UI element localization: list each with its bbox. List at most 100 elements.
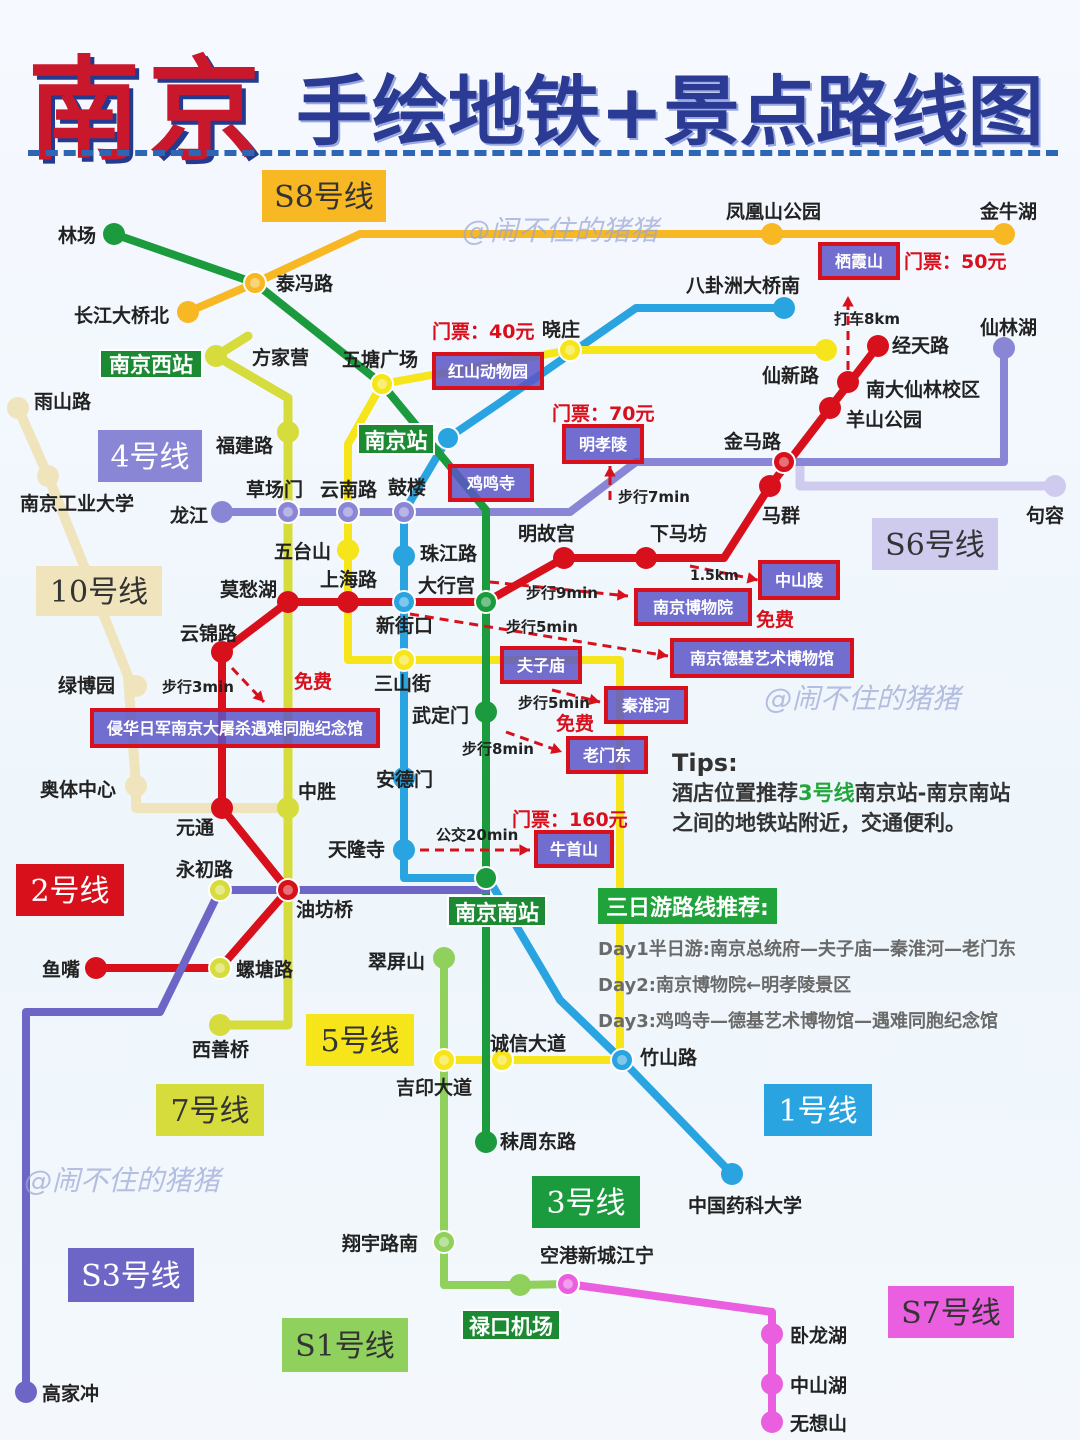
station-marker-fujianlu xyxy=(277,421,299,443)
station-marker-youfangqiao xyxy=(276,878,300,902)
line-badge-s8 xyxy=(262,170,386,222)
station-label-taifenglu: 泰冯路 xyxy=(275,272,334,295)
station-label-wutang: 五塘广场 xyxy=(342,348,418,371)
station-marker-xiangyulu xyxy=(432,1230,456,1254)
route-l4-5 xyxy=(218,344,1008,516)
station-marker-inner-caochangmen xyxy=(283,507,293,517)
annotation-price_qixia: 门票：50元 xyxy=(904,250,1006,273)
station-label-minggugong: 明故宫 xyxy=(518,522,575,545)
watermark-1: @闹不住的猪猪 xyxy=(764,682,964,715)
station-label-zhujianglu: 珠江路 xyxy=(420,542,478,565)
route-s7-12 xyxy=(564,1280,776,1426)
station-label-xinjiekou: 新街口 xyxy=(376,614,433,637)
line-badge-l10 xyxy=(36,566,162,616)
station-marker-minggugong xyxy=(553,547,575,569)
station-marker-luotanglu xyxy=(208,956,232,980)
itinerary-day-1: Day1半日游:南京总统府—夫子庙—秦淮河—老门东 xyxy=(598,939,1016,960)
station-label-xiaozhuang: 晓庄 xyxy=(542,318,580,341)
annotation-price_hongshan: 门票：40元 xyxy=(432,320,534,343)
station-marker-sanshanjie xyxy=(392,648,416,672)
station-label-maqun: 马群 xyxy=(762,504,800,527)
attraction-label-qinhuaihe: 秦淮河 xyxy=(621,696,670,715)
station-tag-label-nanjingzhan: 南京站 xyxy=(365,429,428,453)
tips-text-2: 南京站-南京南站 xyxy=(854,781,1011,805)
station-marker-inner-xinjiekou xyxy=(399,597,409,607)
itinerary-heading: 三日游路线推荐: xyxy=(598,888,777,924)
itinerary-day-3: Day3:鸡鸣寺—德基艺术博物馆—遇难同胞纪念馆 xyxy=(598,1011,998,1032)
line-badge-label-l4: 4号线 xyxy=(110,440,189,475)
station-label-caochangmen: 草场门 xyxy=(246,478,303,501)
watermark-0: @闹不住的猪猪 xyxy=(462,214,662,247)
itinerary-box: 三日游路线推荐: Day1半日游:南京总统府—夫子庙—秦淮河—老门东 Day2:… xyxy=(598,888,1068,1040)
station-marker-goumen xyxy=(1044,475,1066,497)
line-badge-label-l1: 1号线 xyxy=(778,1094,857,1129)
station-marker-wuxiangshan xyxy=(761,1411,783,1433)
station-marker-gulou xyxy=(392,500,416,524)
attraction-box-hongshan xyxy=(432,352,544,390)
station-marker-andemen xyxy=(393,767,415,789)
station-marker-yangshan xyxy=(819,397,841,419)
station-label-andemen: 安德门 xyxy=(376,768,433,791)
attraction-box-zhongshanling xyxy=(758,560,840,600)
attraction-box-jimingsi xyxy=(448,464,534,502)
station-label-yunnanlu: 云南路 xyxy=(320,478,378,501)
station-label-jiyin: 吉印大道 xyxy=(396,1076,472,1099)
walk-route-6 xyxy=(551,688,601,704)
station-tag-label-lukou: 禄口机场 xyxy=(469,1315,553,1339)
station-marker-yushanlu xyxy=(7,397,29,419)
tips-line-1: 酒店位置推荐3号线南京站-南京南站 xyxy=(672,778,1072,808)
line-badge-label-s6: S6号线 xyxy=(885,528,985,563)
station-marker-wolonghu xyxy=(761,1323,783,1345)
line-badge-label-s3: S3号线 xyxy=(81,1259,181,1294)
route-l5-6 xyxy=(344,346,830,1064)
annotation-free_jng: 免费 xyxy=(294,670,332,693)
station-label-daxinggong: 大行宫 xyxy=(418,574,475,597)
station-label-mozhoudong: 秣周东路 xyxy=(500,1130,577,1153)
station-marker-xianlinhu xyxy=(993,337,1015,359)
station-label-fangjiaying: 方家营 xyxy=(252,346,309,369)
tips-line-2: 之间的地铁站附近，交通便利。 xyxy=(672,811,966,835)
walk-route-2 xyxy=(689,564,759,582)
walk-arrowhead-2 xyxy=(746,572,758,584)
station-marker-inner-daxinggong xyxy=(481,597,491,607)
station-marker-wutaishan xyxy=(337,539,359,561)
station-marker-jingtianlu xyxy=(867,335,889,357)
route-s3-10 xyxy=(22,886,490,1396)
station-label-yangshan: 羊山公园 xyxy=(846,408,922,431)
station-marker-changjiang xyxy=(177,301,199,323)
station-marker-longjiang xyxy=(211,501,233,523)
attraction-box-niushoushan xyxy=(534,830,614,868)
attraction-box-jinianguan xyxy=(90,708,380,748)
line-badge-label-l10: 10号线 xyxy=(50,575,148,610)
station-marker-inner-konggang xyxy=(563,1279,573,1289)
station-marker-inner-gulou xyxy=(399,507,409,517)
tips-text: 酒店位置推荐 xyxy=(672,781,798,805)
station-marker-yaoke xyxy=(721,1163,743,1185)
station-label-linchang: 林场 xyxy=(58,224,96,247)
station-label-xianxinlu: 仙新路 xyxy=(762,364,820,387)
station-label-yongchulu: 永初路 xyxy=(175,858,234,881)
station-marker-nanjingzhan xyxy=(436,426,460,450)
station-tag-nanjingnan xyxy=(447,895,547,927)
station-label-xiamafang: 下马坊 xyxy=(650,522,707,545)
station-label-jinmalu: 金马路 xyxy=(723,430,782,453)
station-label-wudingmen: 武定门 xyxy=(412,704,469,727)
title-subtitle: 手绘地铁+景点路线图 xyxy=(296,67,1044,156)
line-badge-s7 xyxy=(888,1286,1014,1338)
line-badge-l5 xyxy=(306,1014,414,1066)
route-s6-1 xyxy=(795,457,1060,491)
attraction-box-qinhuaihe xyxy=(604,686,688,724)
station-marker-jinmalu xyxy=(772,450,796,474)
station-label-zhongshanhu: 中山湖 xyxy=(790,1374,847,1397)
station-label-jinniuhu: 金牛湖 xyxy=(979,200,1037,223)
station-marker-lukou xyxy=(509,1274,531,1296)
attraction-label-mingxiaoling: 明孝陵 xyxy=(579,435,628,454)
attraction-box-mingxiaoling xyxy=(562,424,644,464)
station-label-xishanqiao: 西善桥 xyxy=(192,1038,250,1061)
station-label-youfangqiao: 油坊桥 xyxy=(296,898,354,921)
annotation-walk8: 步行8min xyxy=(462,740,534,758)
attraction-label-fuzimiao: 夫子庙 xyxy=(517,656,565,675)
station-marker-daxinggong xyxy=(474,590,498,614)
